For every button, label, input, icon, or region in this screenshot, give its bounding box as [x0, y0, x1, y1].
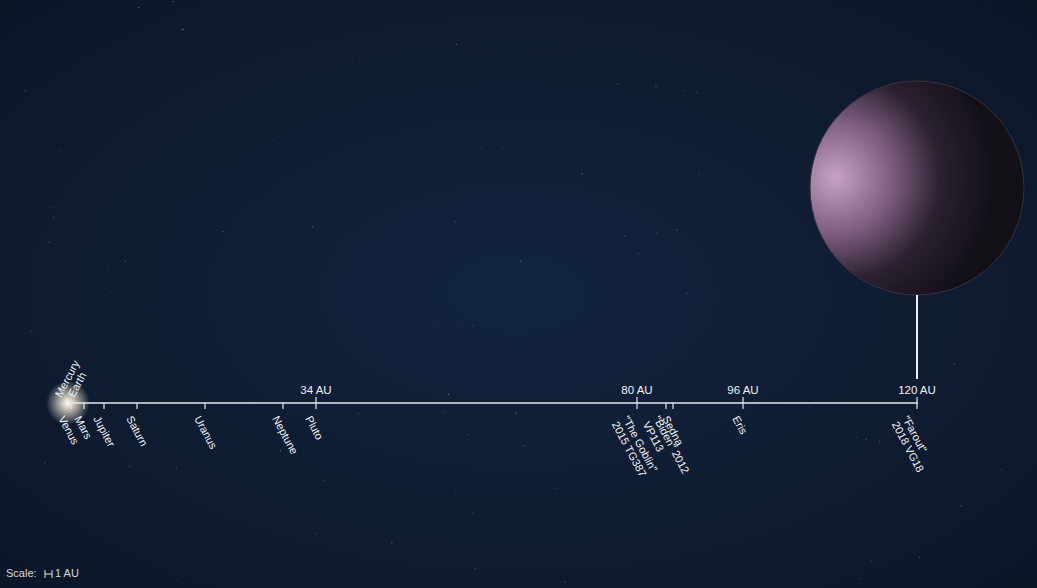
axis-ticks [71, 397, 917, 409]
distance-label: 96 AU [727, 384, 758, 396]
farout-planet [810, 81, 1024, 295]
distance-label: 80 AU [621, 384, 652, 396]
scale-label: Scale: [6, 567, 37, 579]
distance-label: 34 AU [300, 384, 331, 396]
distance-axis [68, 402, 918, 404]
star-field [0, 1, 1004, 588]
pointer-line [916, 295, 918, 379]
distance-label: 120 AU [898, 384, 936, 396]
scale-label: 1 AU [55, 567, 79, 579]
scale-bar [45, 570, 52, 578]
